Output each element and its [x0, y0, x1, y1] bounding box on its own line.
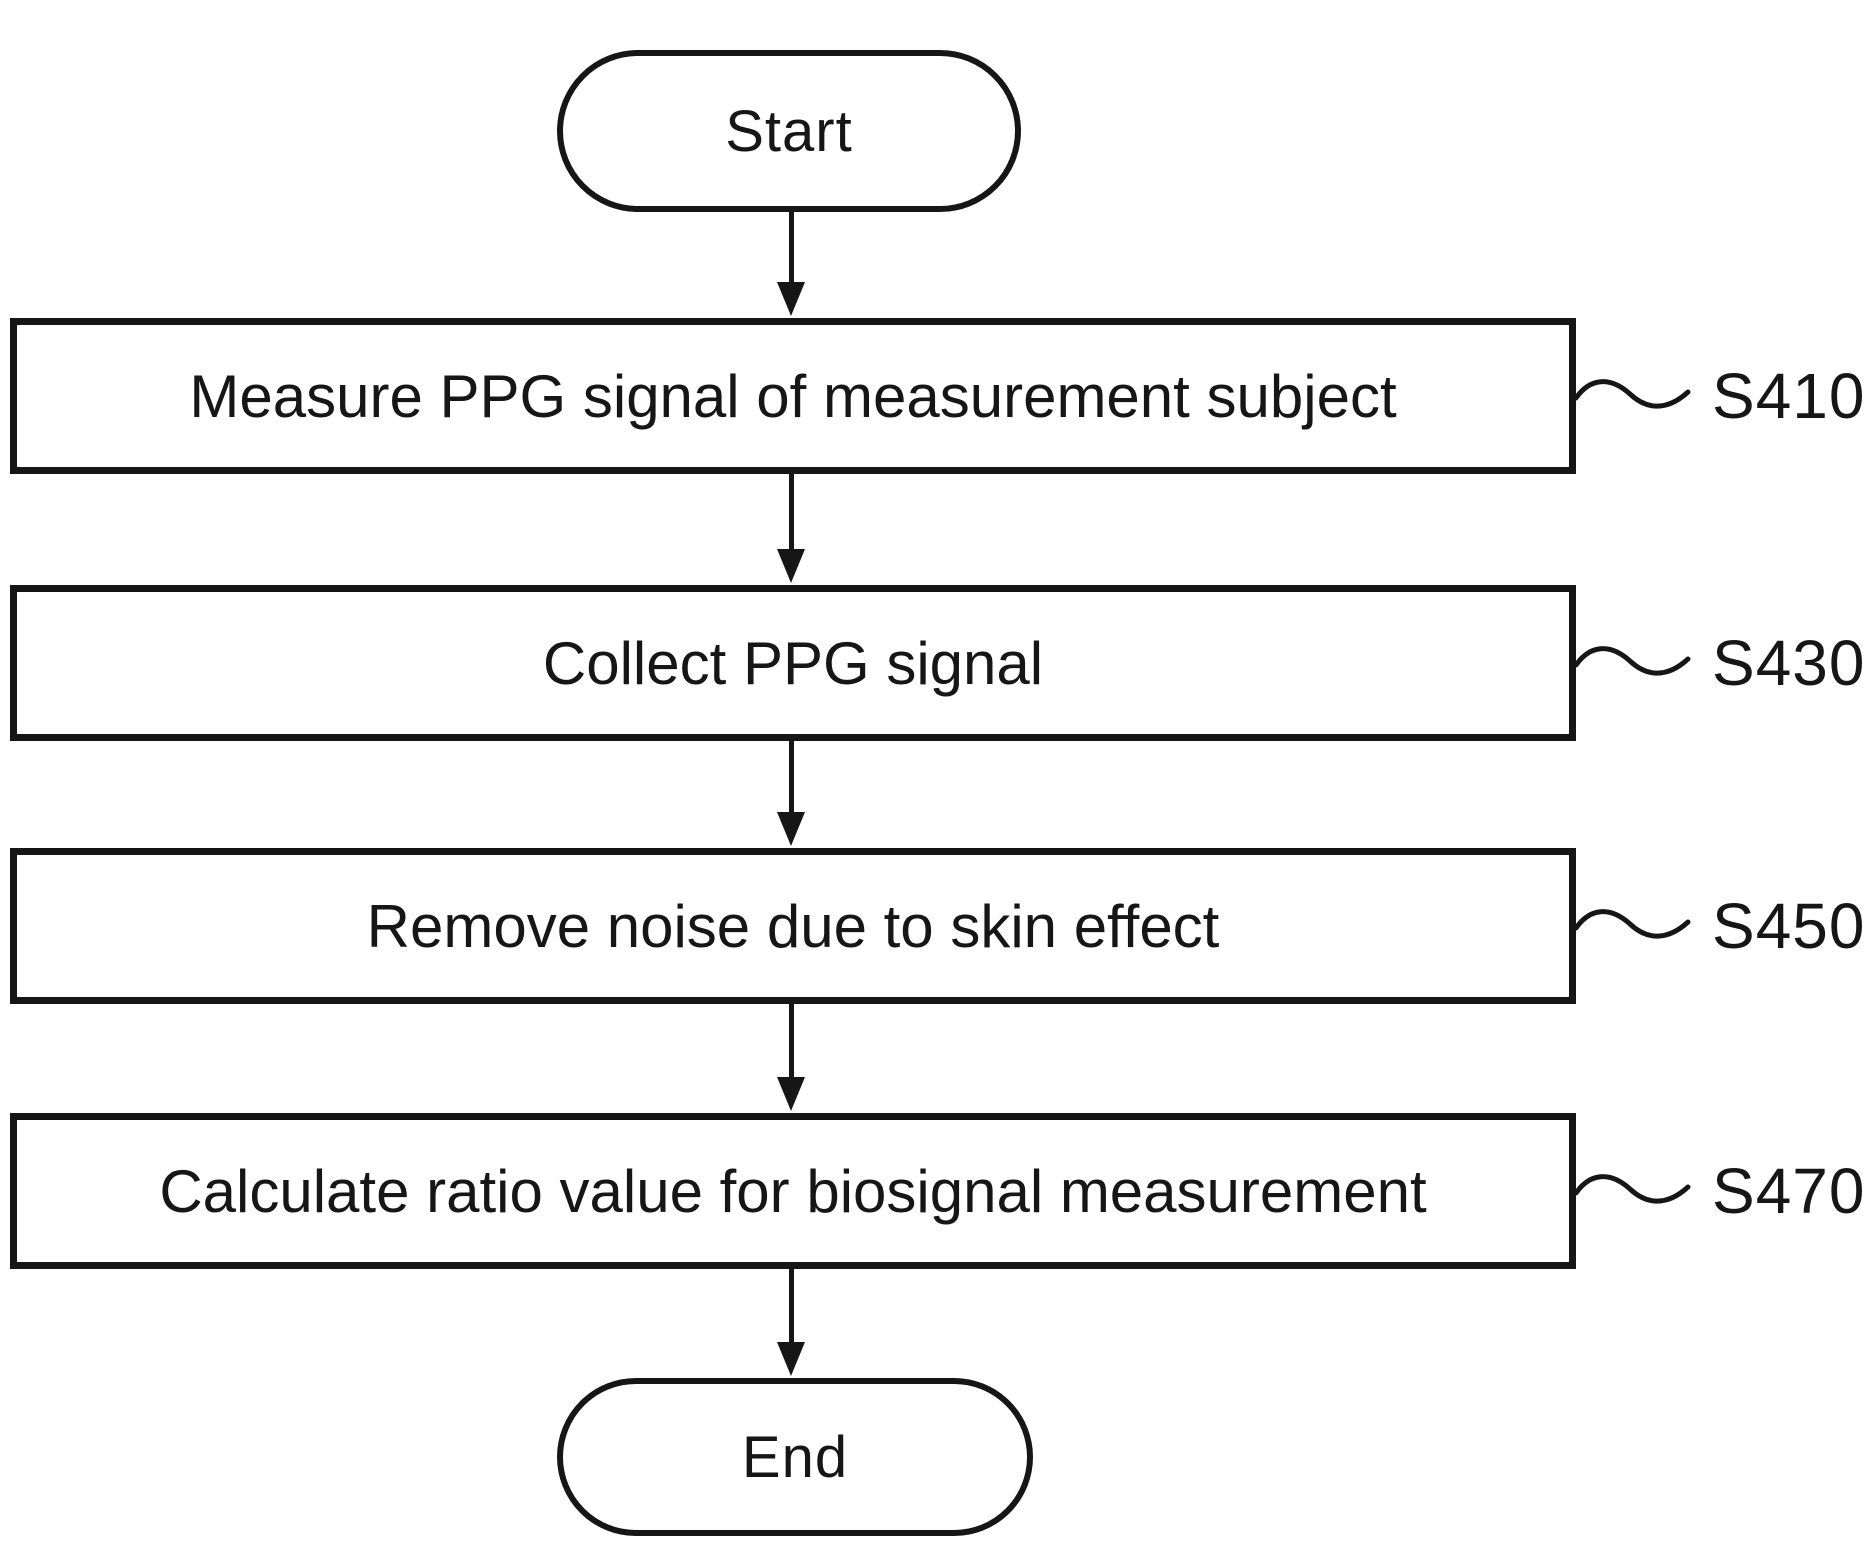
end-node: End	[557, 1378, 1033, 1536]
step-box-calculate-ratio: Calculate ratio value for biosignal meas…	[10, 1113, 1576, 1269]
step-label: Collect PPG signal	[542, 629, 1044, 697]
arrow-shaft	[788, 1269, 794, 1348]
tilde-connector-icon	[1574, 1174, 1691, 1204]
flow-arrow	[776, 741, 806, 846]
step-label: Measure PPG signal of measurement subjec…	[189, 362, 1397, 430]
start-label: Start	[725, 98, 853, 164]
arrow-head-icon	[777, 549, 805, 583]
step-box-collect-ppg-signal: Collect PPG signal	[10, 585, 1576, 741]
arrow-head-icon	[777, 282, 805, 316]
arrow-head-icon	[777, 1077, 805, 1111]
flow-arrow	[776, 212, 806, 316]
step-ref-s410: S410	[1712, 360, 1866, 432]
arrow-shaft	[788, 741, 794, 818]
tilde-connector-icon	[1574, 646, 1691, 676]
tilde-connector-icon	[1574, 379, 1691, 409]
start-node: Start	[557, 50, 1021, 212]
step-box-measure-ppg-signal: Measure PPG signal of measurement subjec…	[10, 318, 1576, 474]
step-ref-s430: S430	[1712, 627, 1866, 699]
arrow-head-icon	[777, 1342, 805, 1376]
flow-arrow	[776, 474, 806, 583]
step-ref-s450: S450	[1712, 890, 1866, 962]
arrow-shaft	[788, 1004, 794, 1083]
arrow-head-icon	[777, 812, 805, 846]
flow-arrow	[776, 1269, 806, 1376]
tilde-connector-icon	[1574, 909, 1691, 939]
step-box-remove-noise: Remove noise due to skin effect	[10, 848, 1576, 1004]
arrow-shaft	[788, 474, 794, 555]
step-ref-s470: S470	[1712, 1155, 1866, 1227]
arrow-shaft	[788, 212, 794, 288]
flow-arrow	[776, 1004, 806, 1111]
step-label: Calculate ratio value for biosignal meas…	[159, 1157, 1427, 1225]
end-label: End	[741, 1424, 849, 1490]
step-label: Remove noise due to skin effect	[366, 892, 1220, 960]
